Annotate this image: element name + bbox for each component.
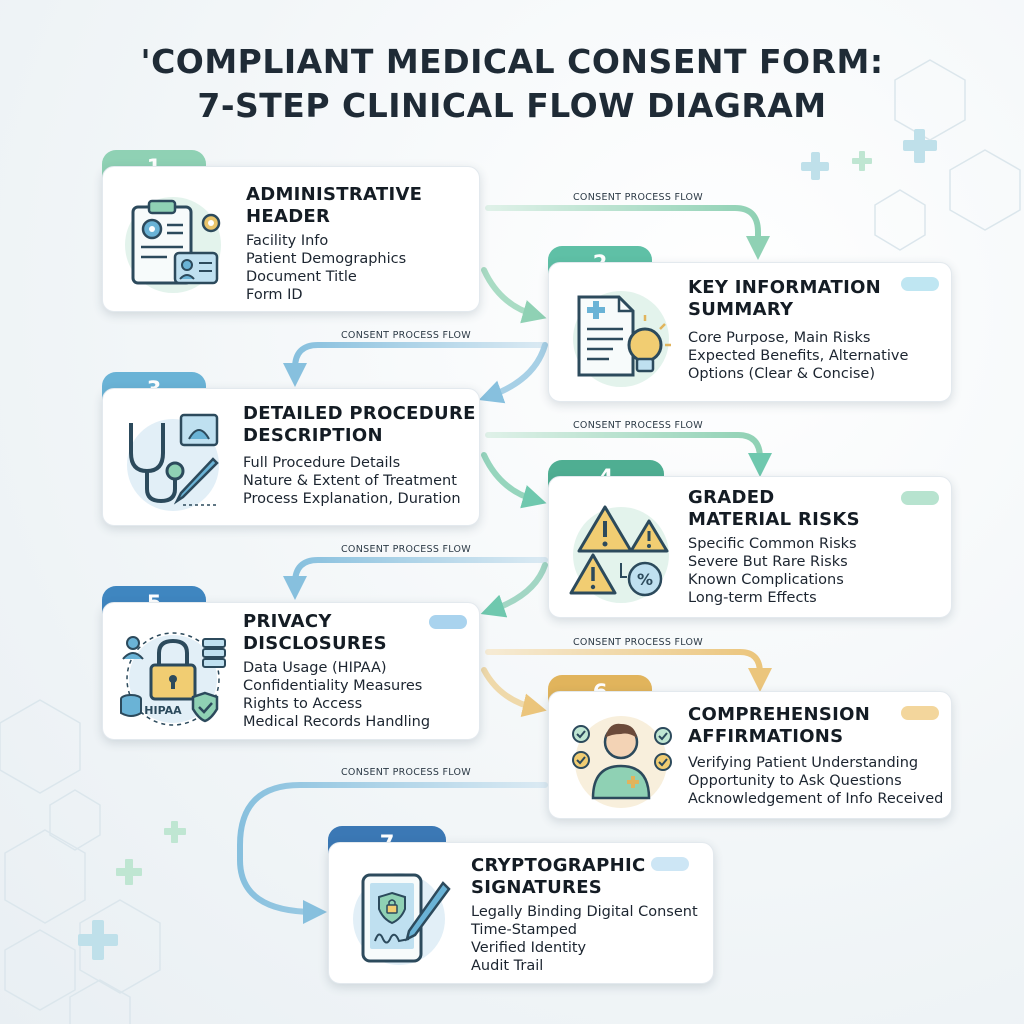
step-6-item: Acknowledgement of Info Received xyxy=(688,791,944,807)
step-7-item: Verified Identity xyxy=(471,940,587,956)
step-1-heading-line: ADMINISTRATIVE xyxy=(246,184,423,205)
document-lightbulb-icon xyxy=(573,291,671,387)
step-2-item: Core Purpose, Main Risks xyxy=(688,330,871,346)
step-7-items: Legally Binding Digital Consent Time-Sta… xyxy=(471,903,698,975)
step-1-heading-line: HEADER xyxy=(246,206,331,227)
step-5-heading-line: DISCLOSURES xyxy=(243,633,387,654)
step-2-item: Options (Clear & Concise) xyxy=(688,366,875,382)
step-6-item: Verifying Patient Understanding xyxy=(688,755,919,771)
step-1-item: Document Title xyxy=(246,269,357,285)
step-4-item: Long-term Effects xyxy=(688,590,817,606)
step-5-item: Data Usage (HIPAA) xyxy=(243,660,387,676)
step-2-accent-pill xyxy=(901,277,939,291)
flow-label: CONSENT PROCESS FLOW xyxy=(341,767,471,778)
flow-label: CONSENT PROCESS FLOW xyxy=(573,192,703,203)
step-5-heading: PRIVACY DISCLOSURES xyxy=(243,611,387,655)
step-4-item: Specific Common Risks xyxy=(688,536,857,552)
step-1-items: Facility Info Patient Demographics Docum… xyxy=(246,232,406,304)
step-4-accent-pill xyxy=(901,491,939,505)
title-line-2: 7-STEP CLINICAL FLOW DIAGRAM xyxy=(197,86,827,125)
step-5-card: HIPAA PRIVACY DISCLOSURES Data Usage (HI… xyxy=(102,602,480,740)
step-7-heading: CRYPTOGRAPHIC SIGNATURES xyxy=(471,855,646,899)
step-3-heading: DETAILED PROCEDURE DESCRIPTION xyxy=(243,403,476,447)
step-6-item: Opportunity to Ask Questions xyxy=(688,773,902,789)
step-4-card: % GRADED MATERIAL RISKS Specific Common … xyxy=(548,476,952,618)
flow-label: CONSENT PROCESS FLOW xyxy=(573,637,703,648)
step-3-item: Full Procedure Details xyxy=(243,455,401,471)
step-1-item: Form ID xyxy=(246,287,303,303)
step-4-heading-line: MATERIAL RISKS xyxy=(688,509,860,530)
hipaa-lock-icon: HIPAA xyxy=(120,632,226,726)
step-4-items: Specific Common Risks Severe But Rare Ri… xyxy=(688,535,857,607)
step-2-heading-line: SUMMARY xyxy=(688,299,794,320)
step-6-heading: COMPREHENSION AFFIRMATIONS xyxy=(688,704,870,748)
step-7-heading-line: CRYPTOGRAPHIC xyxy=(471,855,646,876)
step-2-heading-line: KEY INFORMATION xyxy=(688,277,882,298)
page-title: 'COMPLIANT MEDICAL CONSENT FORM: 7-STEP … xyxy=(0,40,1024,128)
step-6-accent-pill xyxy=(901,706,939,720)
step-7-item: Time-Stamped xyxy=(471,922,577,938)
step-1-item: Facility Info xyxy=(246,233,329,249)
step-5-heading-line: PRIVACY xyxy=(243,611,332,632)
step-5-item: Medical Records Handling xyxy=(243,714,431,730)
step-6-heading-line: AFFIRMATIONS xyxy=(688,726,844,747)
step-4-item: Known Complications xyxy=(688,572,844,588)
step-4-heading: GRADED MATERIAL RISKS xyxy=(688,487,860,531)
step-6-items: Verifying Patient Understanding Opportun… xyxy=(688,754,943,808)
clipboard-id-icon xyxy=(125,197,221,293)
step-7-card: CRYPTOGRAPHIC SIGNATURES Legally Binding… xyxy=(328,842,714,984)
step-2-items: Core Purpose, Main Risks Expected Benefi… xyxy=(688,329,908,383)
step-1-card: ADMINISTRATIVE HEADER Facility Info Pati… xyxy=(102,166,480,312)
step-5-item: Rights to Access xyxy=(243,696,363,712)
step-7-item: Audit Trail xyxy=(471,958,544,974)
step-3-items: Full Procedure Details Nature & Extent o… xyxy=(243,454,461,508)
step-2-heading: KEY INFORMATION SUMMARY xyxy=(688,277,881,321)
step-3-item: Nature & Extent of Treatment xyxy=(243,473,457,489)
step-5-item: Confidentiality Measures xyxy=(243,678,423,694)
step-5-accent-pill xyxy=(429,615,467,629)
step-7-item: Legally Binding Digital Consent xyxy=(471,904,698,920)
svg-text:%: % xyxy=(637,570,653,589)
step-3-heading-line: DESCRIPTION xyxy=(243,425,383,446)
step-7-heading-line: SIGNATURES xyxy=(471,877,603,898)
hipaa-icon-text: HIPAA xyxy=(144,704,182,717)
flow-label: CONSENT PROCESS FLOW xyxy=(341,544,471,555)
step-5-items: Data Usage (HIPAA) Confidentiality Measu… xyxy=(243,659,430,731)
step-3-card: DETAILED PROCEDURE DESCRIPTION Full Proc… xyxy=(102,388,480,526)
step-6-heading-line: COMPREHENSION xyxy=(688,704,871,725)
warning-triangles-icon: % xyxy=(569,505,669,603)
step-2-item: Expected Benefits, Alternative xyxy=(688,348,909,364)
step-4-item: Severe But Rare Risks xyxy=(688,554,848,570)
step-7-accent-pill xyxy=(651,857,689,871)
stethoscope-scalpel-icon xyxy=(127,413,219,511)
tablet-signature-icon xyxy=(353,873,451,965)
title-line-1: 'COMPLIANT MEDICAL CONSENT FORM: xyxy=(140,42,884,81)
flow-label: CONSENT PROCESS FLOW xyxy=(573,420,703,431)
step-6-card: COMPREHENSION AFFIRMATIONS Verifying Pat… xyxy=(548,691,952,819)
step-2-card: KEY INFORMATION SUMMARY Core Purpose, Ma… xyxy=(548,262,952,402)
step-4-heading-line: GRADED xyxy=(688,487,775,508)
step-3-item: Process Explanation, Duration xyxy=(243,491,461,507)
step-1-heading: ADMINISTRATIVE HEADER xyxy=(246,184,422,228)
step-1-item: Patient Demographics xyxy=(246,251,407,267)
patient-checks-icon xyxy=(572,716,672,808)
step-3-heading-line: DETAILED PROCEDURE xyxy=(243,403,476,424)
flow-label: CONSENT PROCESS FLOW xyxy=(341,330,471,341)
